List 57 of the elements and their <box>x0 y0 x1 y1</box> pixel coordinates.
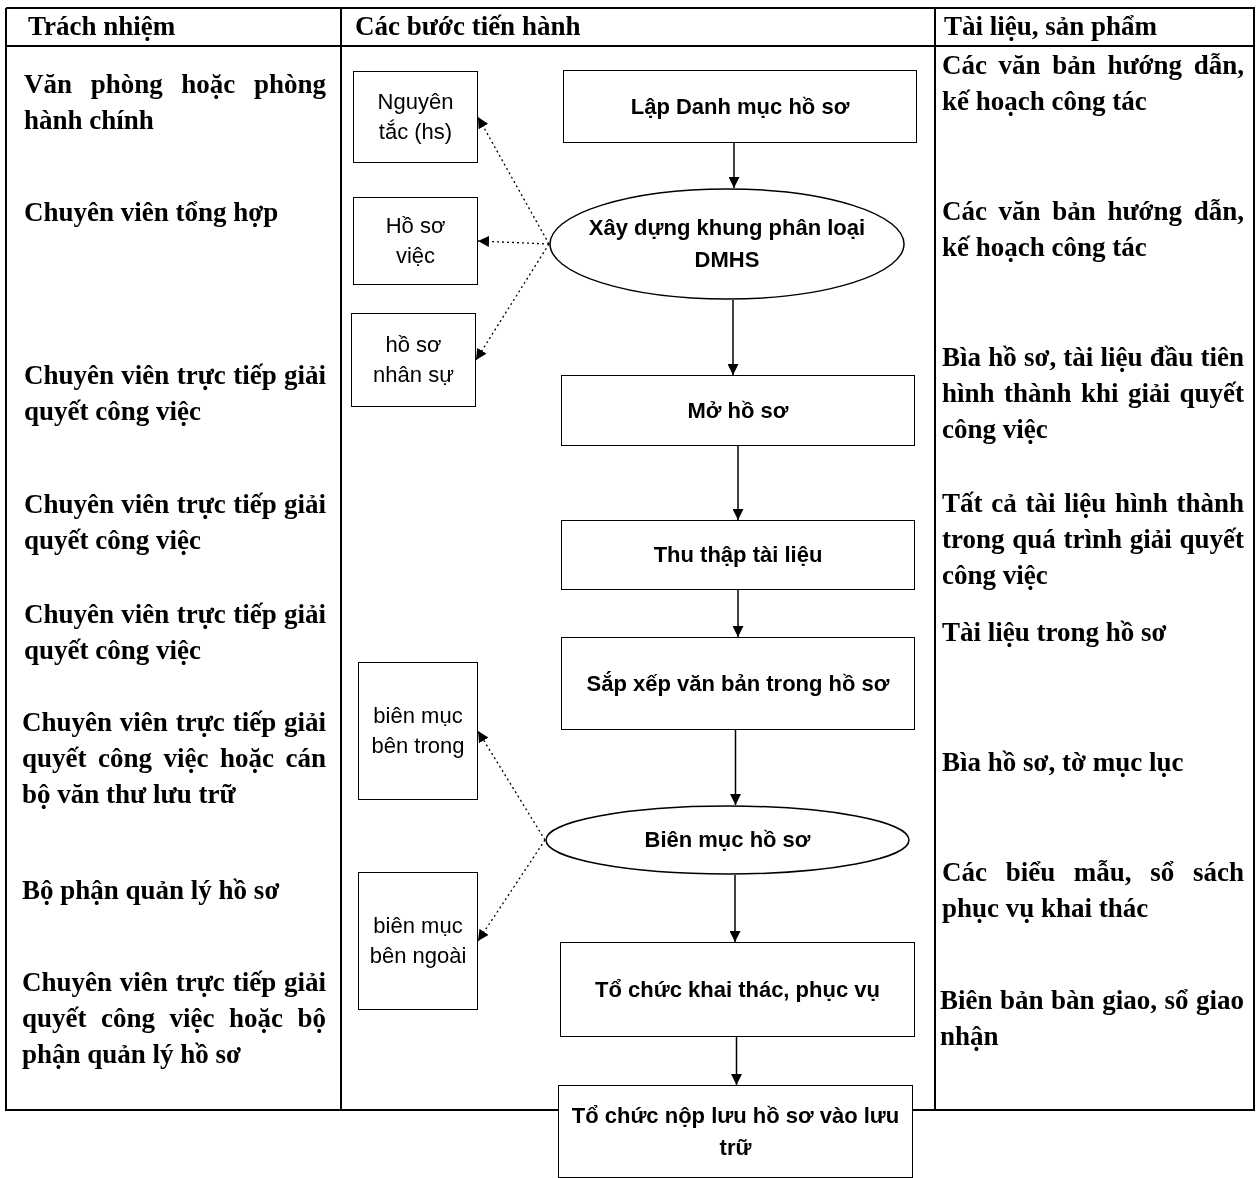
process-box <box>560 942 915 1037</box>
process-box <box>561 520 915 590</box>
column-header: Các bước tiến hành <box>355 10 582 43</box>
table-cell-text: Bìa hồ sơ, tài liệu đầu tiên hình thành khi giải quyết công việc <box>942 341 1244 446</box>
table-cell-text: Các văn bản hướng dẫn, kế hoạch công tác <box>942 195 1244 264</box>
column-header: Tài liệu, sản phẩm <box>944 10 1159 43</box>
table-cell-text: Chuyên viên trực tiếp giải quyết công việc hoặc bộ phận quản lý hồ sơ <box>22 966 326 1071</box>
arrow <box>732 589 744 638</box>
arrow <box>727 299 739 376</box>
node-text: Hồ sơ việc <box>384 212 447 270</box>
arrow <box>728 142 740 189</box>
table-cell-text: Tài liệu trong hồ sơ <box>942 616 1168 649</box>
node-text: Biên mục hồ sơ <box>643 826 812 854</box>
process-box <box>558 1085 913 1178</box>
node-text: biên mục bên ngoài <box>368 912 468 970</box>
process-box <box>561 375 915 446</box>
node-text: Tổ chức nộp lưu hồ sơ vào lưu trữ <box>570 1101 901 1162</box>
arrow <box>730 729 741 806</box>
table-cell-text: Chuyên viên trực tiếp giải quyết công việc <box>24 598 326 667</box>
dotted-arrow <box>477 116 550 245</box>
table-cell-text: Chuyên viên trực tiếp giải quyết công việc <box>24 488 326 557</box>
process-box <box>353 71 478 163</box>
process-box <box>351 313 476 407</box>
node-text: Lập Danh mục hồ sơ <box>629 92 851 121</box>
table-cell-text: Chuyên viên trực tiếp giải quyết công việc hoặc cán bộ văn thư lưu trữ <box>22 706 326 811</box>
table-cell-text: Tất cả tài liệu hình thành trong quá trình giải quyết công việc <box>942 487 1244 592</box>
process-ellipse <box>545 805 910 875</box>
dotted-arrow <box>475 243 550 361</box>
table-cell-text: Bộ phận quản lý hồ sơ <box>22 874 281 907</box>
arrow <box>729 874 741 943</box>
arrow <box>731 1036 742 1086</box>
node-text: Sắp xếp văn bản trong hồ sơ <box>585 669 891 698</box>
table-cell-text: Văn phòng hoặc phòng hành chính <box>24 68 326 137</box>
arrow <box>732 445 744 521</box>
table-cell-text: Các văn bản hướng dẫn, kế hoạch công tác <box>942 49 1244 118</box>
node-text: biên mục bên trong <box>370 702 466 760</box>
table-cell-text: Các biểu mẫu, sổ sách phục vụ khai thác <box>942 856 1244 925</box>
table-cell-text: Bìa hồ sơ, tờ mục lục <box>942 746 1185 779</box>
process-box <box>353 197 478 285</box>
dotted-arrow <box>477 235 550 247</box>
process-box <box>561 637 915 730</box>
node-text: hồ sơ nhân sự <box>372 331 455 389</box>
process-box <box>563 70 917 143</box>
dotted-arrow <box>477 839 546 942</box>
node-text: Xây dựng khung phân loại DMHS <box>587 214 867 274</box>
node-text: Nguyên tắc (hs) <box>376 88 455 146</box>
process-box <box>358 662 478 800</box>
process-ellipse <box>549 188 905 300</box>
node-text: Tổ chức khai thác, phục vụ <box>594 975 881 1004</box>
table-cell-text: Chuyên viên trực tiếp giải quyết công việc <box>24 359 326 428</box>
table-cell-text: Biên bản bàn giao, sổ giao nhận <box>940 984 1244 1053</box>
column-header: Trách nhiệm <box>28 10 177 43</box>
table-cell-text: Chuyên viên tổng hợp <box>24 196 280 229</box>
dotted-arrow <box>477 730 546 841</box>
process-box <box>358 872 478 1010</box>
node-text: Thu thập tài liệu <box>652 541 824 569</box>
node-text: Mở hồ sơ <box>686 396 790 425</box>
